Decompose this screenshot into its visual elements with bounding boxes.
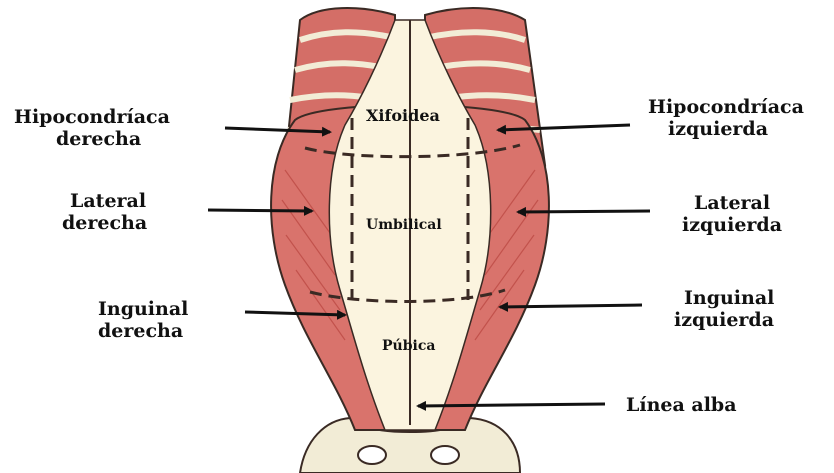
arrow-inguinal-izquierda bbox=[500, 305, 642, 307]
label-linea-alba: Línea alba bbox=[626, 394, 737, 416]
region-umbilical: Umbilical bbox=[366, 217, 442, 233]
label-inguinal-derecha: Inguinal derecha bbox=[98, 298, 188, 342]
arrow-linea-alba bbox=[418, 404, 605, 406]
label-hipocondriaca-derecha: Hipocondríaca derecha bbox=[14, 106, 170, 150]
arrow-lateral-derecha bbox=[208, 210, 312, 211]
region-pubica: Púbica bbox=[382, 338, 435, 354]
label-lateral-derecha: Lateral derecha bbox=[62, 190, 147, 234]
arrow-lateral-izquierda bbox=[518, 211, 650, 212]
label-lateral-izquierda: Lateral izquierda bbox=[682, 192, 782, 236]
label-inguinal-izquierda: Inguinal izquierda bbox=[674, 287, 774, 331]
label-hipocondriaca-izquierda: Hipocondríaca izquierda bbox=[648, 96, 804, 140]
region-xifoidea: Xifoidea bbox=[366, 106, 440, 125]
